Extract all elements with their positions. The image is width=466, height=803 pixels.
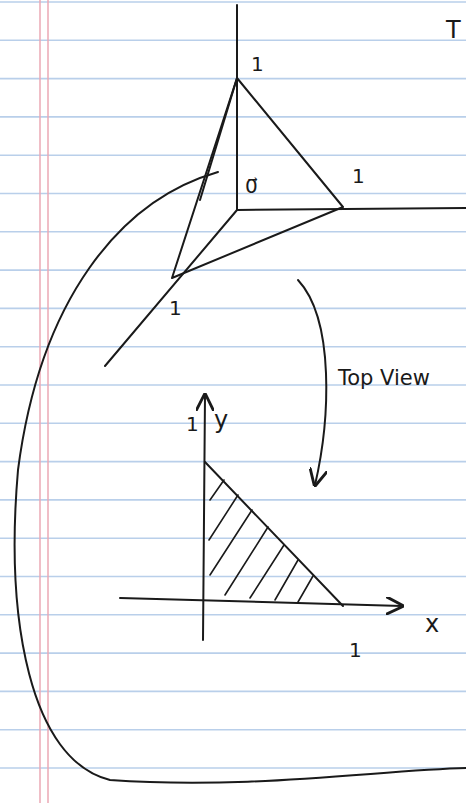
ruled-line [0,691,466,693]
ruled-line [0,193,466,195]
enclosing-curve [15,172,466,783]
y-axis [105,210,237,366]
hatching [209,480,313,602]
ruled-line [0,461,466,463]
margin-line [39,0,41,803]
axis-value: 1 [251,54,264,74]
ruled-line [0,346,466,348]
ruled-line [0,422,466,424]
ruled-line [0,78,466,80]
hypotenuse [205,462,343,606]
ruled-line [0,499,466,501]
axis-value: 1 [349,640,362,660]
x-axis [237,208,466,210]
ruled-line [0,1,466,3]
ruled-line [0,154,466,156]
partial-text: T [446,18,461,42]
axis-value: 1 [186,414,199,434]
origin-label: 0⃗ [245,176,258,196]
ruled-line [0,576,466,578]
ruled-line [0,231,466,233]
axis-value: 1 [169,298,182,318]
ruled-line [0,269,466,271]
ruled-line [0,652,466,654]
ruled-line [0,39,466,41]
y-axis [203,395,205,640]
ruled-line [0,308,466,310]
axis-value: 1 [352,166,365,186]
axis-name: x [425,612,439,636]
x-axis [120,598,402,606]
axis-name: y [214,408,228,432]
ruled-line [0,116,466,118]
ruled-line [0,729,466,731]
ruled-line [0,614,466,616]
ruled-lines [0,2,466,768]
z-axis [236,5,238,210]
margin-line [47,0,49,803]
ruled-line [0,767,466,769]
arrow [298,280,326,485]
edge-line [200,78,237,200]
view-note: Top View [338,368,430,389]
